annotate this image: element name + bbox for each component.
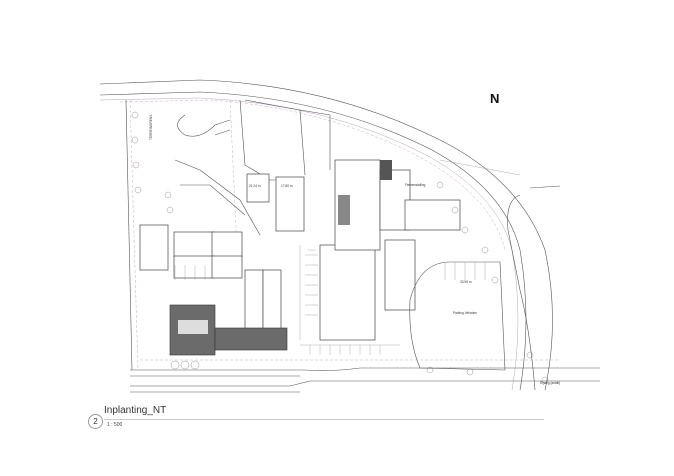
trees [131,111,549,384]
bike-storage-label: Fietsenstalling [405,183,426,187]
drawing-scale: 1 : 500 [107,422,123,428]
garden-paths [174,99,331,236]
drawing-number: 2 [88,414,103,429]
boundary-line [129,99,139,371]
parking-area [174,245,506,371]
dimension-label: 17.80 m [281,184,293,188]
parking-label: Parking Velinden [453,311,477,315]
title-underline [104,419,544,420]
dimension-label: 33.98 m [460,280,472,284]
north-arrow: N [490,91,500,106]
boundary-label: TERREINGRENS [149,115,153,140]
buildings [139,159,461,356]
boundary-wall [125,99,133,371]
road-label: Rijweg (asfalt) [540,381,560,385]
bottom-road [130,359,600,393]
dimension-label: 21.24 m [249,184,261,188]
drawing-title: Inplanting_NT [104,405,167,416]
